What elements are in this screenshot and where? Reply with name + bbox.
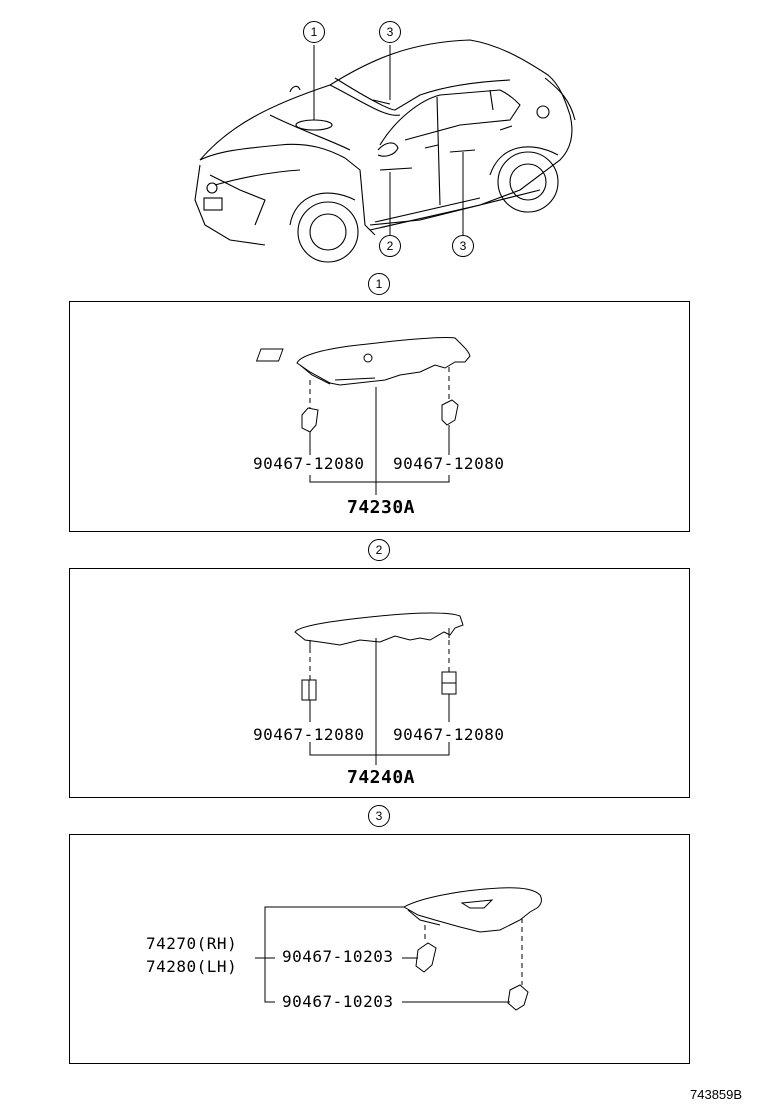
section-3-clip-upper-part-number: 90467-10203: [282, 947, 394, 966]
overview-callout-3-lower: 3: [452, 235, 474, 257]
section-3-main-part-number-rh: 74270(RH): [146, 934, 238, 953]
overview-callout-3-upper: 3: [379, 21, 401, 43]
section-1-callout: 1: [368, 273, 390, 295]
vehicle-outline-drawing: [194, 39, 576, 263]
figure-id: 743859B: [690, 1087, 743, 1102]
section-1-frame: [69, 301, 690, 532]
section-1-clip-right-part-number: 90467-12080: [393, 454, 505, 473]
overview-callout-1: 1: [303, 21, 325, 43]
section-3-frame: [69, 834, 690, 1064]
section-3-main-part-number-lh: 74280(LH): [146, 957, 238, 976]
section-2-main-part-number: 74240A: [347, 767, 416, 788]
section-3-clip-lower-part-number: 90467-10203: [282, 992, 394, 1011]
section-2-clip-left-part-number: 90467-12080: [253, 725, 365, 744]
section-1-clip-left-part-number: 90467-12080: [253, 454, 365, 473]
section-1-main-part-number: 74230A: [347, 497, 416, 518]
section-2-callout: 2: [368, 539, 390, 561]
section-2-clip-right-part-number: 90467-12080: [393, 725, 505, 744]
section-2-frame: [69, 568, 690, 798]
section-3-callout: 3: [368, 805, 390, 827]
overview-callout-2: 2: [379, 235, 401, 257]
